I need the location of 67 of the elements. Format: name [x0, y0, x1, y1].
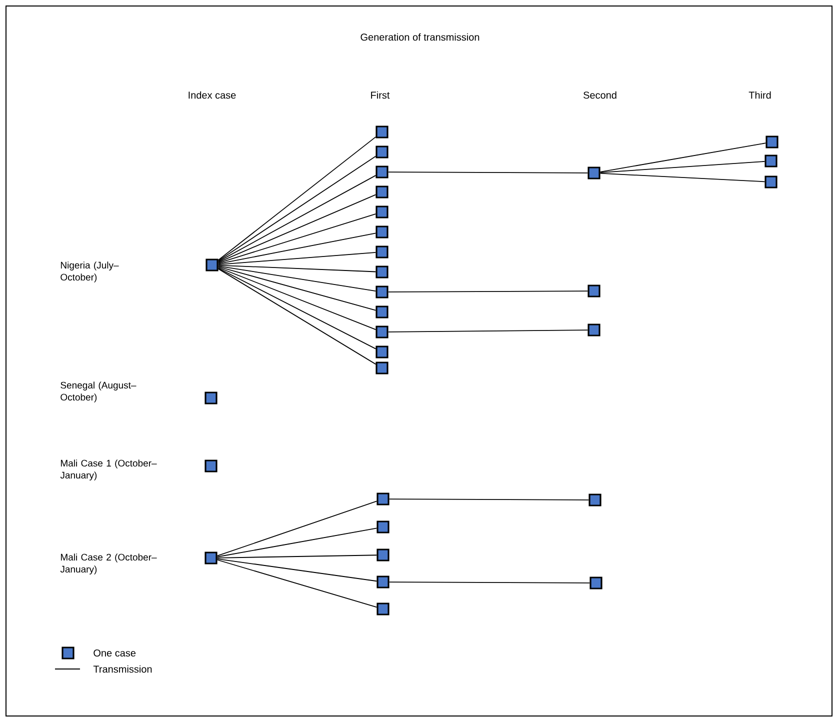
transmission-line	[218, 156, 376, 262]
row-label: Mali Case 1 (October–January)	[60, 460, 157, 480]
transmission-line	[218, 267, 376, 330]
case-square	[590, 576, 602, 590]
case-square	[376, 306, 388, 318]
case-square	[588, 166, 600, 180]
case-square	[376, 146, 388, 158]
legend-label: Transmission	[93, 665, 152, 673]
transmission-line	[388, 498, 590, 500]
case-square	[588, 284, 600, 298]
transmission-line	[218, 268, 376, 350]
case-square	[376, 602, 390, 616]
column-header: First	[371, 91, 390, 99]
transmission-line	[218, 252, 376, 265]
case-square	[376, 286, 388, 298]
row-label: Nigeria (July–October)	[60, 262, 119, 282]
legend-label: One case	[94, 649, 136, 657]
transmission-line	[600, 172, 766, 182]
case-square	[376, 326, 388, 338]
column-header: Third	[748, 91, 771, 99]
column-header: Second	[584, 91, 616, 99]
case-square	[376, 206, 388, 218]
case-square	[376, 362, 388, 374]
transmission-line	[216, 558, 378, 582]
case-square	[376, 166, 388, 178]
case-square	[376, 226, 388, 238]
case-square	[376, 266, 388, 278]
case-square	[376, 548, 390, 562]
transmission-line	[218, 266, 376, 311]
case-square	[376, 492, 390, 506]
transmission-line	[216, 500, 378, 556]
case-square	[204, 552, 218, 564]
column-header: Index case	[188, 91, 236, 99]
case-square	[206, 258, 218, 272]
case-square	[376, 346, 388, 358]
case-square	[764, 154, 778, 168]
transmission-line	[218, 268, 376, 365]
transmission-line	[216, 528, 378, 558]
transmission-line	[218, 194, 376, 263]
transmission-line	[218, 232, 376, 264]
case-square	[204, 392, 218, 404]
transmission-line	[216, 559, 378, 608]
transmission-line	[388, 330, 588, 332]
case-square	[204, 460, 218, 472]
row-label: Senegal (August–October)	[60, 382, 136, 402]
transmission-line	[218, 136, 376, 261]
transmission-line	[218, 266, 376, 292]
case-square	[376, 576, 390, 588]
case-square	[766, 136, 778, 148]
case-square	[588, 494, 602, 506]
case-square	[376, 186, 388, 198]
transmission-line	[388, 582, 590, 584]
title: Generation of transmission	[360, 33, 480, 41]
transmission-line	[218, 264, 376, 272]
transmission-line	[600, 160, 766, 174]
transmission-line	[600, 142, 766, 172]
row-label: Mali Case 2 (October–January)	[60, 554, 157, 574]
case-square	[588, 324, 600, 336]
case-square	[764, 176, 778, 188]
transmission-line	[388, 290, 588, 292]
transmission-line	[388, 172, 588, 174]
case-square	[376, 246, 388, 258]
case-square	[376, 126, 388, 138]
case-square	[376, 520, 390, 534]
transmission-line	[216, 554, 378, 558]
transmission-line	[218, 175, 376, 262]
transmission-line	[218, 214, 376, 264]
